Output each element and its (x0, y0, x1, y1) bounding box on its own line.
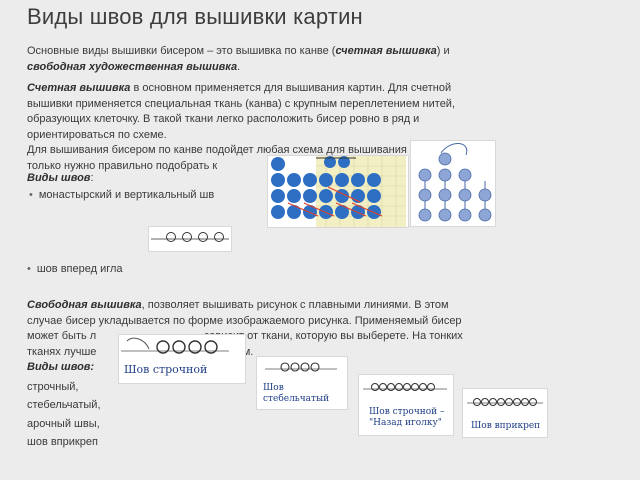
list2-item-2: стебельчатый, (27, 399, 101, 411)
counted-line-4: ориентироваться по схеме. (27, 128, 167, 141)
bead-group (271, 156, 381, 219)
vprikrep-picture: Шов вприкреп (462, 388, 548, 438)
intro-text-2: ) и (436, 45, 450, 57)
caption-vprikrep: Шов вприкреп (471, 421, 541, 431)
counted-term: Счетная вышивка (27, 82, 131, 94)
counted-line-2: вышивки применяется специальная ткань (к… (27, 97, 456, 110)
list2-item-3: арочный швы, (27, 418, 100, 430)
intro-text-3: . (237, 60, 241, 73)
list2-item-1: строчный, (27, 381, 79, 393)
free-line-2: случае бисер укладывается по форме изобр… (27, 314, 462, 327)
types-colon: : (90, 172, 94, 184)
types-heading: Виды швов: (27, 171, 617, 187)
intro-paragraph: Основные виды вышивки бисером – это выши… (27, 44, 617, 75)
caption-nazad-1: Шов строчной – (369, 407, 445, 417)
types-label: Виды швов (27, 172, 91, 184)
vertical-beads (418, 152, 492, 222)
list2-item-4: шов вприкреп (27, 436, 98, 448)
vertical-stitch-svg (418, 143, 492, 222)
intro-em-free: свободная художественная вышивка (27, 60, 238, 73)
free-paragraph: Свободная вышивка, позволяет вышивать ри… (27, 298, 617, 360)
vertical-stitch-picture (410, 140, 496, 227)
types2-label: Виды швов: (27, 361, 95, 373)
caption-nazad-2: "Назад иголку" (369, 418, 442, 428)
caption-strochnoy: Шов строчной (124, 363, 208, 376)
vprikrep-svg (467, 398, 543, 406)
counted-line-3: образующих клеточку. В такой ткани легко… (27, 113, 420, 125)
nazad-picture: Шов строчной – "Назад иголку" (358, 374, 454, 436)
page-title: Виды швов для вышивки картин (27, 4, 363, 29)
strochnoy-picture: Шов строчной (118, 334, 246, 384)
counted-paragraph: Счетная вышивка в основном применяется д… (27, 81, 617, 174)
free-line-3b: зависит от ткани, которую вы выберете. Н… (204, 330, 463, 342)
running-stitch-picture (148, 226, 232, 252)
intro-text-1: Основные виды вышивки бисером – это выши… (27, 45, 336, 57)
stebel-picture: Шов стебельчатый (256, 356, 348, 410)
free-line-3a: может быть л (27, 330, 97, 342)
strochnoy-svg (121, 337, 229, 354)
counted-stitch-svg (271, 156, 406, 227)
counted-stitch-picture (267, 155, 409, 228)
running-stitch-svg (151, 232, 229, 242)
caption-stebel-2: стебельчатый (263, 394, 330, 404)
counted-line-1: в основном применяется для вышивания кар… (130, 82, 452, 94)
bullet-running: шов вперед игла (27, 263, 123, 275)
types2-heading: Виды швов: (27, 360, 617, 376)
intro-em-counted: счетная вышивка (335, 45, 437, 57)
counted-line-6: только нужно правильно подобрать к (27, 159, 218, 172)
free-line-4a: тканях лучше (27, 345, 97, 358)
caption-stebel-1: Шов (263, 383, 284, 393)
free-line-1: , позволяет вышивать рисунок с плавными … (141, 299, 449, 311)
nazad-svg (363, 383, 447, 391)
free-term: Свободная вышивка (27, 299, 142, 311)
counted-line-5: Для вышивания бисером по канве подойдет … (27, 144, 466, 156)
stebel-svg (265, 362, 337, 372)
thread-lines (287, 186, 383, 217)
bullet-monastic: монастырский и вертикальный шв (29, 189, 214, 201)
